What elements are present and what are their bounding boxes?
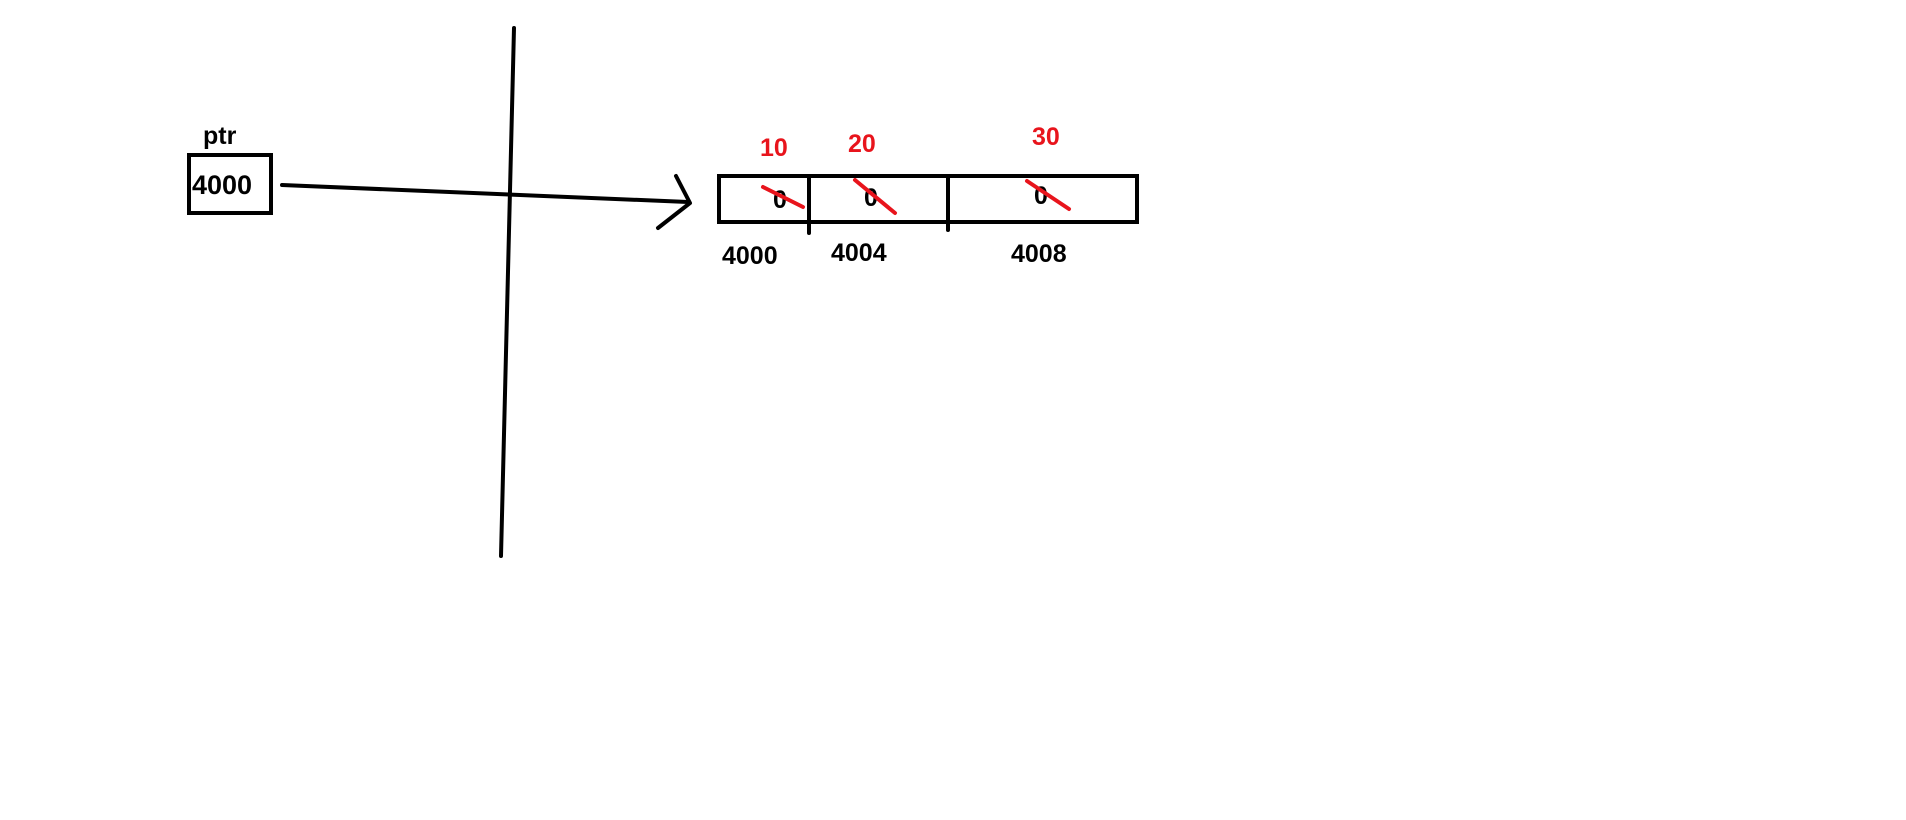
strike-through-mark bbox=[853, 178, 897, 215]
pointer-arrow bbox=[280, 174, 692, 230]
cell-address: 4004 bbox=[831, 239, 887, 267]
cell-address: 4000 bbox=[722, 242, 778, 270]
pointer-value: 4000 bbox=[192, 170, 252, 200]
array-box bbox=[717, 174, 1139, 224]
divider-line bbox=[499, 26, 516, 558]
cell-new-value: 30 bbox=[1032, 123, 1060, 151]
strike-through-mark bbox=[1025, 179, 1071, 211]
pointer-name-label: ptr bbox=[203, 122, 237, 150]
pointer-box bbox=[187, 153, 273, 215]
cell-address: 4008 bbox=[1011, 240, 1067, 268]
cell-new-value: 20 bbox=[848, 130, 876, 158]
strike-through-mark bbox=[761, 185, 805, 209]
cell-new-value: 10 bbox=[760, 134, 788, 162]
